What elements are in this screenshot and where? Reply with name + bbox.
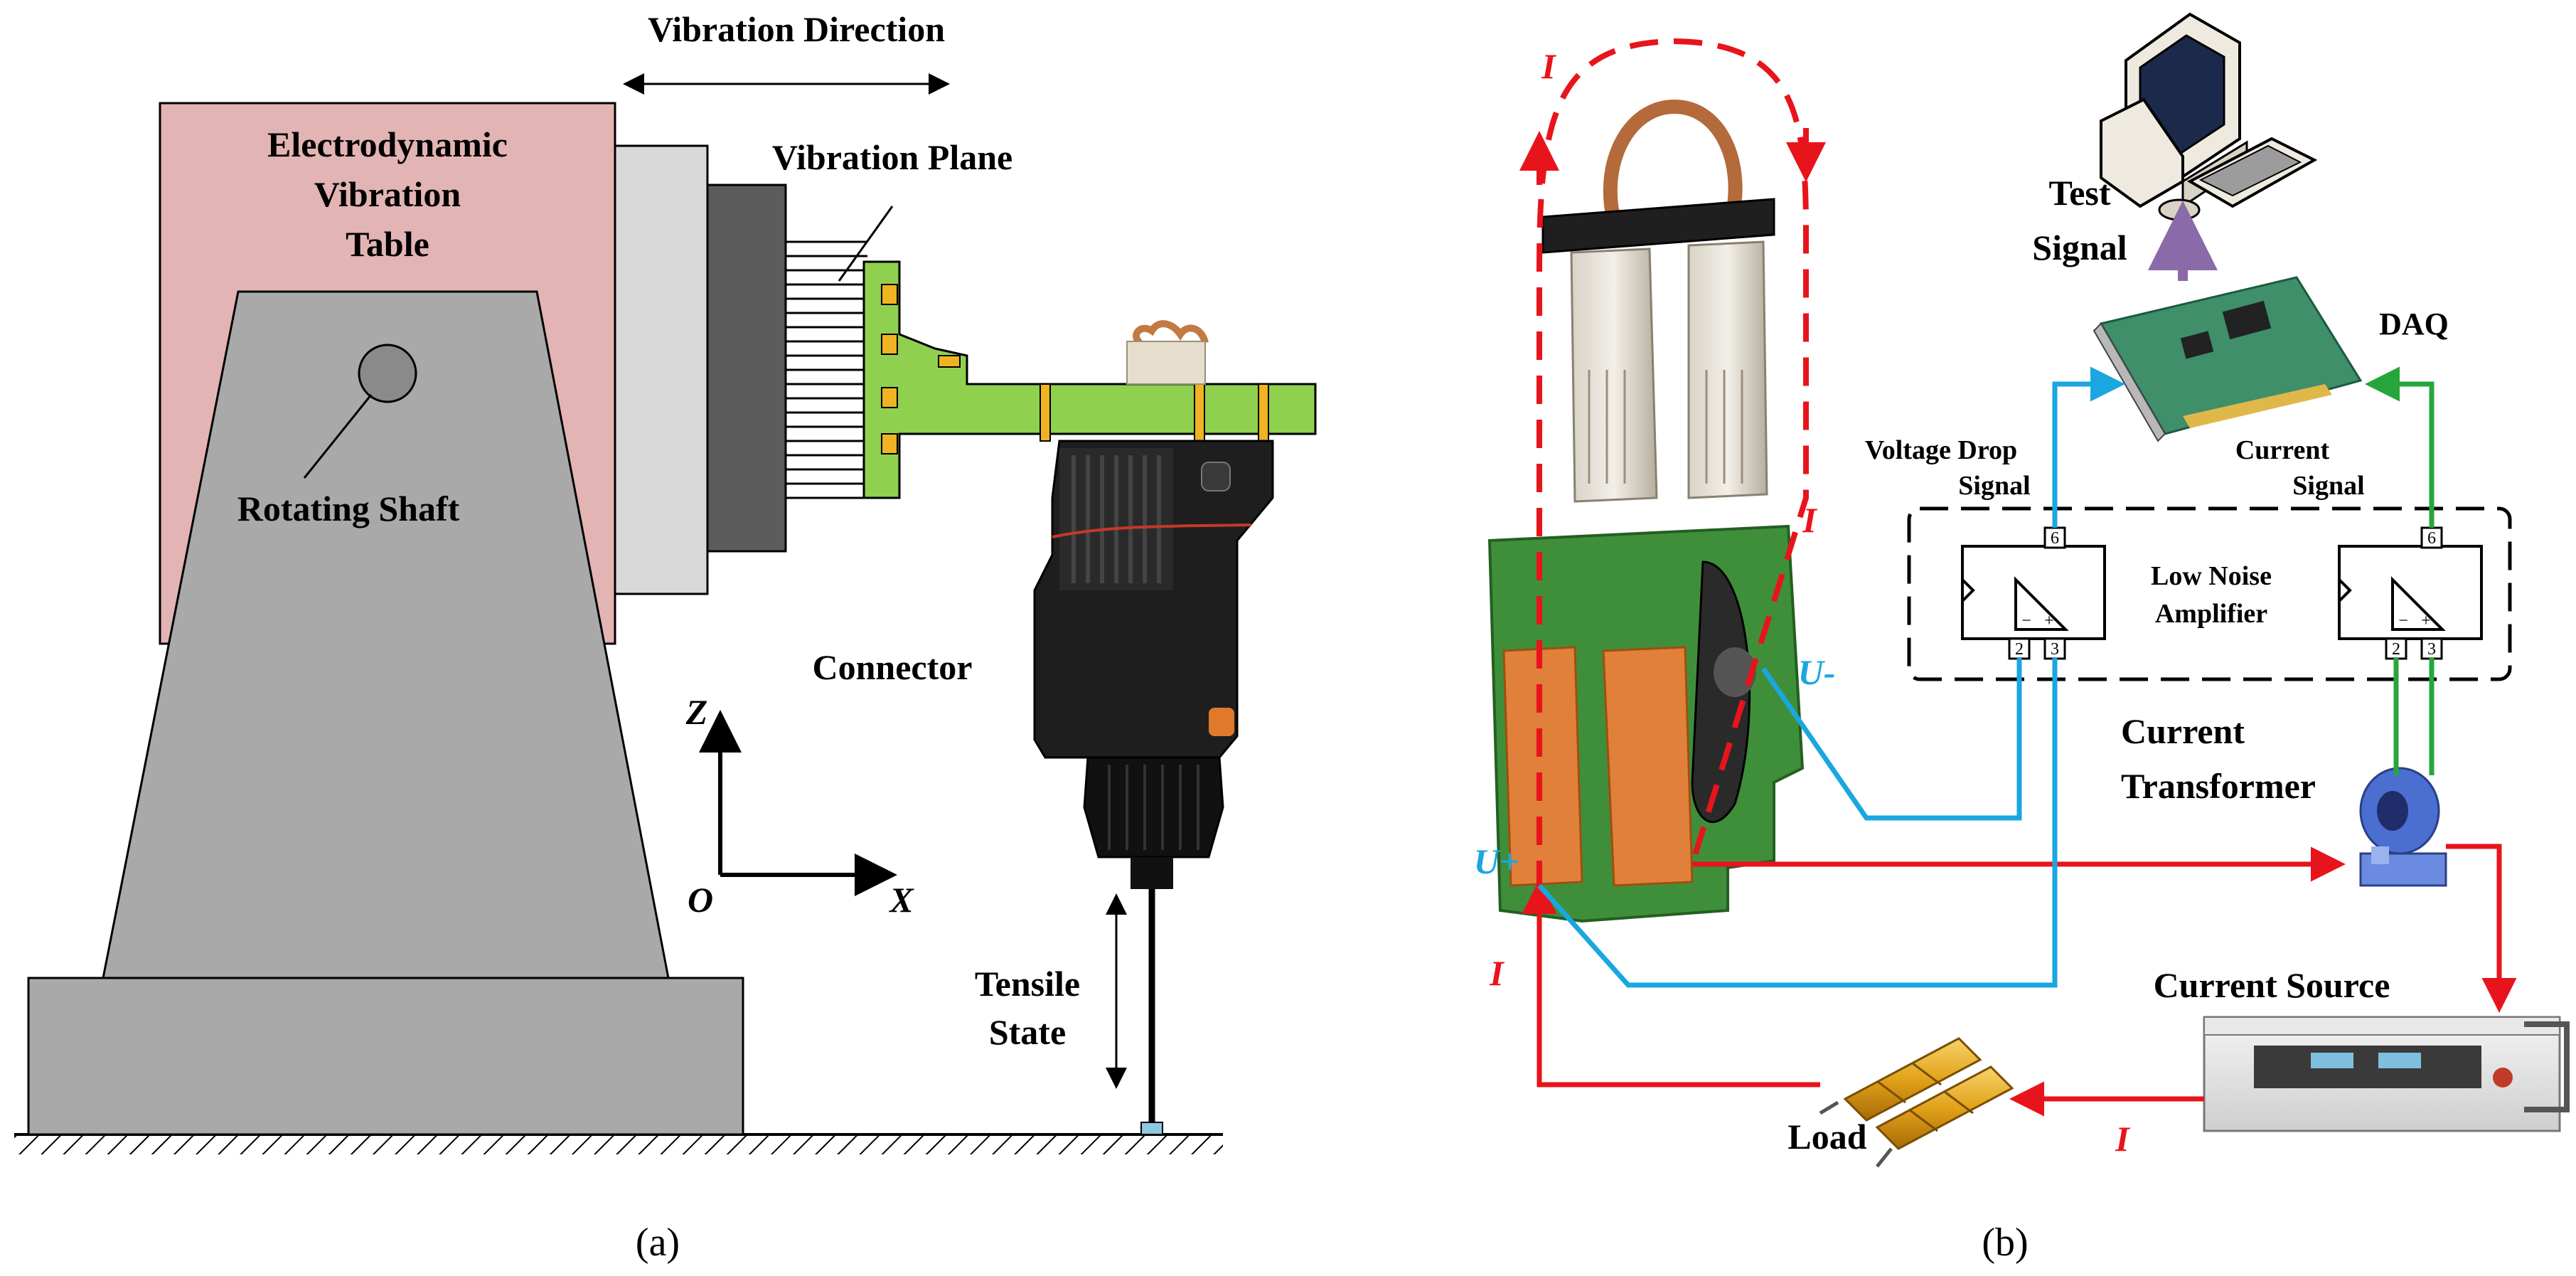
daq-card bbox=[2093, 276, 2363, 442]
current-path-to-source bbox=[2446, 844, 2517, 1013]
load-resistors bbox=[1819, 1037, 2014, 1168]
amp1-pin-6: 6 bbox=[2051, 529, 2059, 548]
voltage-drop-line-1: Voltage Drop bbox=[1865, 435, 2017, 465]
amp2-plus: + bbox=[2421, 612, 2431, 630]
ground-hatch bbox=[14, 1134, 1223, 1154]
current-transformer-line-1: Current bbox=[2121, 711, 2245, 751]
rotating-shaft-circle bbox=[358, 344, 417, 403]
amp2-minus: − bbox=[2398, 612, 2408, 630]
current-label-bottom-left: I bbox=[1489, 953, 1505, 993]
rotating-shaft-leader bbox=[303, 394, 373, 479]
panel-b bbox=[1487, 12, 2570, 1168]
current-source-chassis bbox=[2203, 1016, 2570, 1132]
panel-a-labels: Vibration Direction Electrodynamic Vibra… bbox=[237, 9, 1080, 1265]
voltage-wire-plus bbox=[1537, 658, 2058, 988]
vibration-direction-label: Vibration Direction bbox=[648, 9, 945, 49]
load-label: Load bbox=[1787, 1117, 1866, 1157]
amplifier-dashed-box bbox=[1907, 506, 2512, 681]
u-minus-label: U- bbox=[1798, 652, 1836, 692]
panel-a bbox=[14, 73, 1317, 1154]
amp2-pin-6: 6 bbox=[2427, 529, 2436, 548]
computer-icon bbox=[2100, 12, 2318, 221]
voltage-wire-minus bbox=[1761, 658, 2022, 821]
amplifier-1 bbox=[1961, 526, 2106, 660]
current-transformer-icon bbox=[2359, 767, 2447, 887]
vibration-plane-leader bbox=[838, 206, 894, 282]
panel-b-labels: I I I I U- U+ Test Signal DAQ Voltage Dr… bbox=[1474, 46, 2449, 1265]
voltage-drop-line-2: Signal bbox=[1958, 471, 2030, 501]
current-signal-line-1: Current bbox=[2235, 435, 2330, 465]
test-signal-line-2: Signal bbox=[2032, 228, 2127, 267]
amplifier-2 bbox=[2338, 526, 2483, 660]
caption-a: (a) bbox=[636, 1221, 680, 1265]
u-plus-label: U+ bbox=[1474, 841, 1520, 881]
amp1-minus: − bbox=[2021, 612, 2031, 630]
amp2-pin-3: 3 bbox=[2427, 640, 2436, 659]
current-label-right: I bbox=[1802, 500, 1817, 540]
current-label-bottom: I bbox=[2115, 1119, 2130, 1159]
lna-line-2: Amplifier bbox=[2155, 599, 2267, 629]
voltage-wire-to-daq bbox=[2052, 366, 2125, 528]
tensile-state-line-1: Tensile bbox=[975, 964, 1080, 1004]
axis-z-label: Z bbox=[685, 692, 708, 732]
connector-label: Connector bbox=[813, 647, 973, 687]
current-wire-to-daq bbox=[2365, 366, 2435, 528]
current-signal-line-2: Signal bbox=[2292, 471, 2364, 501]
current-transformer-line-2: Transformer bbox=[2121, 766, 2316, 806]
vibration-plane-label: Vibration Plane bbox=[772, 137, 1012, 177]
lna-line-1: Low Noise bbox=[2151, 561, 2272, 591]
amp2-pin-2: 2 bbox=[2392, 640, 2400, 659]
tensile-state-line-2: State bbox=[989, 1012, 1066, 1052]
table-label-line-1: Electrodynamic bbox=[267, 124, 508, 164]
table-label-line-3: Table bbox=[346, 224, 429, 264]
current-path-return bbox=[1522, 879, 1820, 1088]
armature-plate-light bbox=[614, 144, 709, 595]
armature-plate-dark bbox=[706, 184, 787, 553]
fixture-rods bbox=[786, 240, 867, 499]
origin-label: O bbox=[688, 880, 713, 920]
rotating-shaft-label: Rotating Shaft bbox=[237, 489, 460, 528]
caption-b: (b) bbox=[1982, 1221, 2028, 1265]
amp1-pin-2: 2 bbox=[2015, 640, 2024, 659]
amp1-pin-3: 3 bbox=[2051, 640, 2059, 659]
current-label-top-left: I bbox=[1541, 46, 1556, 86]
table-label-line-2: Vibration bbox=[314, 174, 461, 214]
connector-body bbox=[1033, 320, 1274, 1135]
fixture-bolts bbox=[881, 284, 1269, 454]
axis-x-label: X bbox=[888, 880, 914, 920]
current-source-label: Current Source bbox=[2154, 965, 2390, 1005]
amp1-plus: + bbox=[2044, 612, 2054, 630]
base-plate bbox=[27, 977, 744, 1136]
daq-label: DAQ bbox=[2379, 307, 2449, 341]
test-signal-line-1: Test bbox=[2048, 173, 2110, 213]
